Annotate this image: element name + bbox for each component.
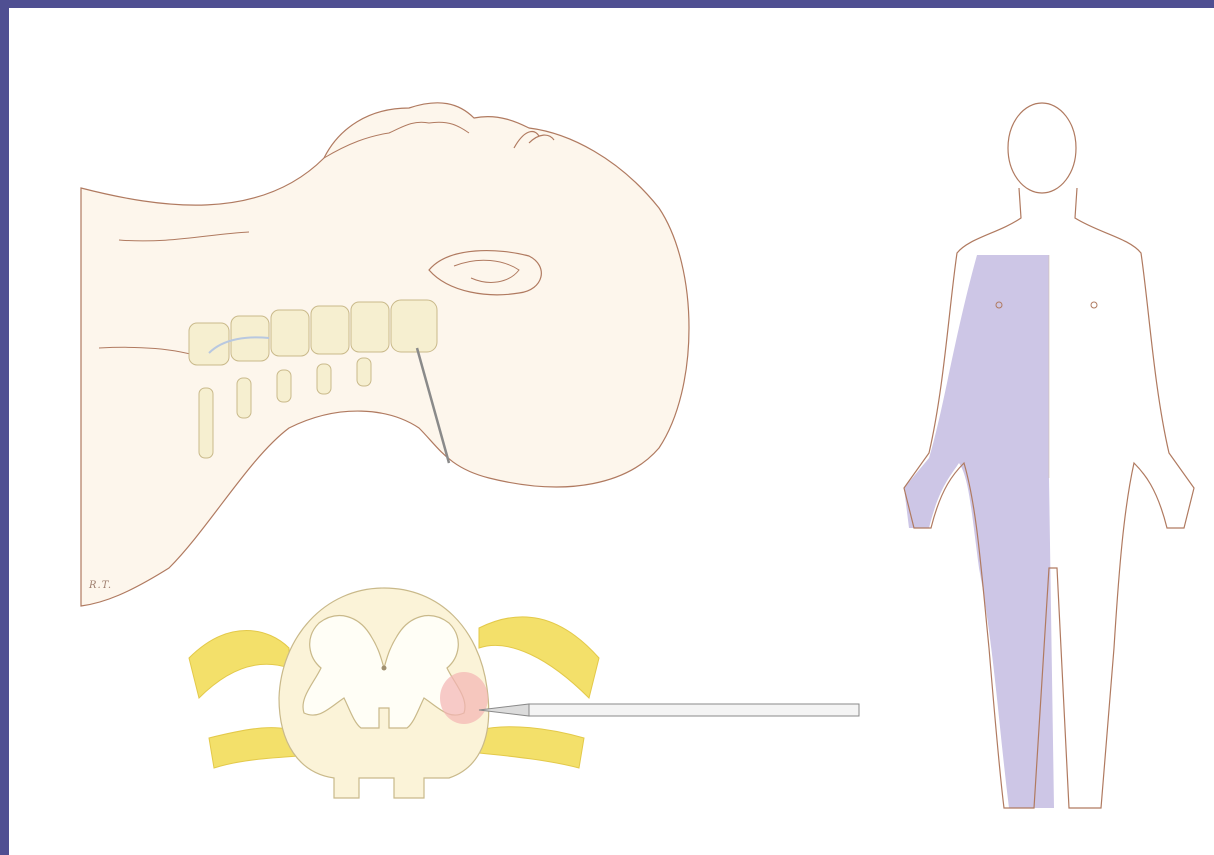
body-anterior-view [904, 103, 1194, 808]
lesion [440, 672, 488, 724]
affected-dermatome-shading [904, 255, 1054, 808]
nipple-right [1091, 302, 1097, 308]
cord-needle [479, 704, 859, 716]
head-outline [81, 103, 689, 606]
artist-signature: R.T. [89, 580, 112, 591]
illustration [9, 8, 1214, 855]
body-head [1008, 103, 1076, 193]
slide: R.T. [9, 8, 1214, 855]
neck-lateral-view [81, 103, 689, 606]
central-canal [382, 666, 387, 671]
spinal-cord-cross-section [189, 588, 859, 798]
